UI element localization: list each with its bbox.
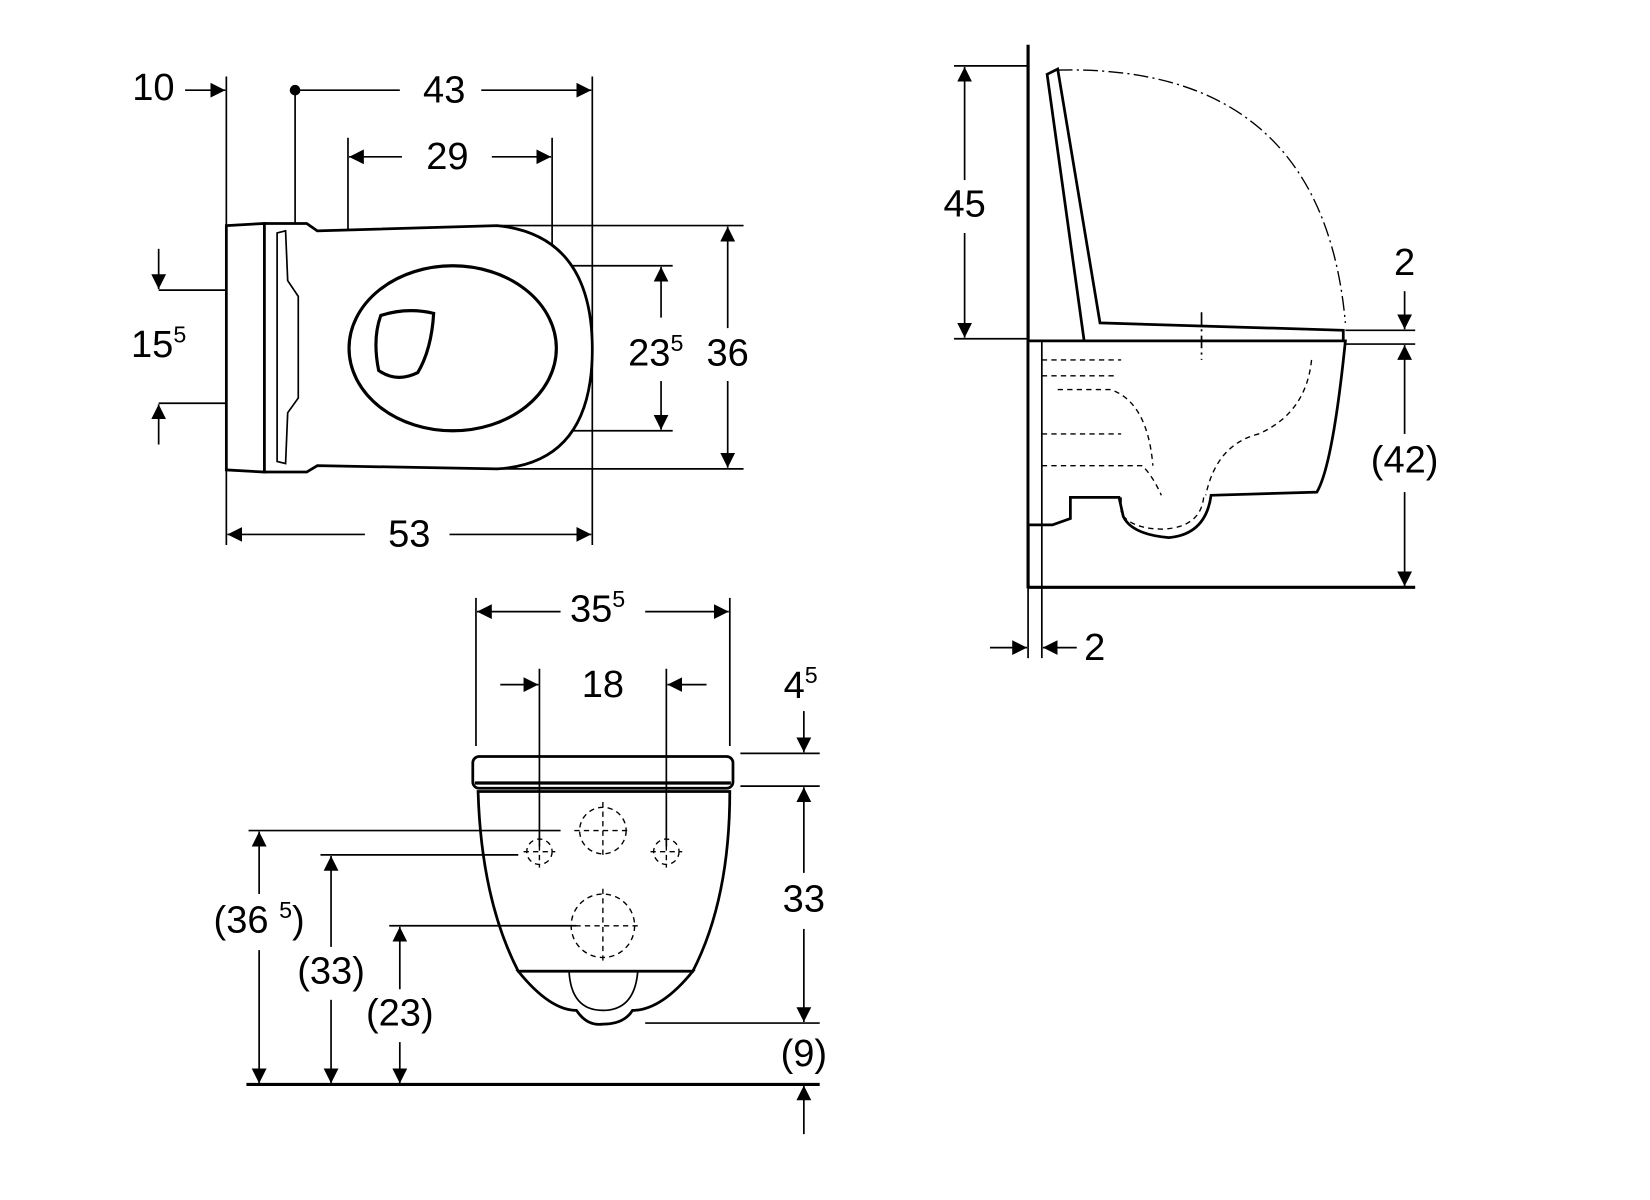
dimension-35-5: 355 [570, 586, 625, 630]
top-view: 10 43 29 155 235 36 53 [131, 67, 749, 555]
dimension-4-5: 45 [784, 662, 818, 706]
dimension-43: 43 [423, 69, 465, 111]
dimension-53: 53 [388, 514, 430, 556]
dimension-36-5: (36 5) [214, 897, 305, 941]
toilet-front-outline [471, 755, 735, 1026]
dimension-23-5: 235 [628, 330, 683, 374]
dimension-33: 33 [783, 879, 825, 921]
dimension-18: 18 [582, 664, 624, 706]
dimension-15-5: 155 [131, 322, 186, 366]
dimension-36: 36 [707, 333, 749, 375]
dimension-42: (42) [1371, 440, 1439, 482]
side-view: 45 2 (42) 2 [943, 44, 1439, 669]
dimension-29: 29 [426, 136, 468, 178]
dimension-23-paren: (23) [366, 993, 434, 1035]
dimension-2-bottom: 2 [1084, 627, 1105, 669]
dimension-45: 45 [943, 184, 985, 226]
toilet-side-outline [1026, 66, 1347, 539]
dimension-33-paren: (33) [297, 950, 365, 992]
dimension-2-top: 2 [1394, 242, 1415, 284]
dimension-9: (9) [781, 1033, 828, 1075]
dimension-10: 10 [132, 67, 174, 109]
toilet-top-outline [224, 222, 594, 474]
front-view: 355 18 45 33 (9) (36 5) (33) (23 [214, 586, 828, 1135]
